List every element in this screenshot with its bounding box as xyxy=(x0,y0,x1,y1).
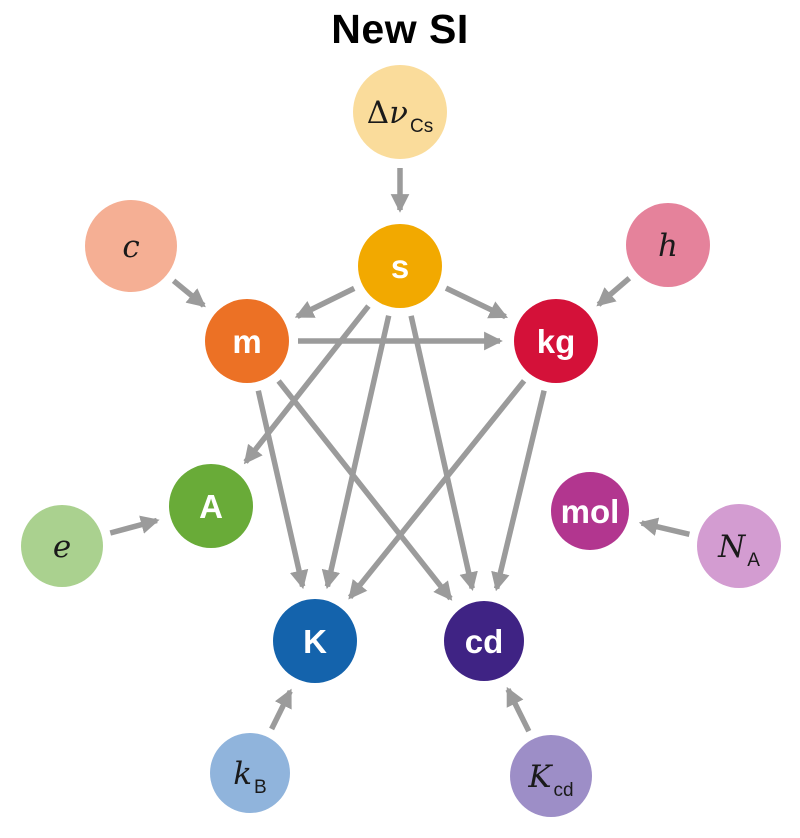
arrow-s-to-kg xyxy=(444,285,509,320)
node-mol-circle xyxy=(551,472,629,550)
node-mol-label: mol xyxy=(561,493,620,530)
edge-layer xyxy=(109,168,691,733)
arrow-e-to-a xyxy=(109,515,160,536)
node-m: m xyxy=(205,299,289,383)
node-m-circle xyxy=(205,299,289,383)
node-c: c xyxy=(85,200,177,292)
diagram-title: New SI xyxy=(331,6,469,52)
arrow-m-to-k xyxy=(255,390,309,590)
node-k-cd-circle xyxy=(510,735,592,817)
arrow-m-to-cd xyxy=(276,379,453,601)
node-m-label: m xyxy=(232,323,261,360)
node-n-a-circle xyxy=(697,504,781,588)
arrow-s-to-cd xyxy=(408,315,478,592)
arrow-k-b-to-k xyxy=(269,688,293,731)
arrow-n-a-to-mol xyxy=(638,517,691,537)
node-h-label: h xyxy=(658,228,678,264)
node-k-circle xyxy=(273,599,357,683)
arrow-c-to-m xyxy=(171,278,206,308)
node-a: A xyxy=(169,464,253,548)
node-s-circle xyxy=(358,224,442,308)
node-c-label: c xyxy=(122,229,139,265)
node-kg-circle xyxy=(514,299,598,383)
node-c-circle xyxy=(85,200,177,292)
node-s-label: s xyxy=(391,248,409,285)
node-k: K xyxy=(273,599,357,683)
node-e: e xyxy=(21,505,103,587)
node-a-label: A xyxy=(199,488,223,525)
arrow-h-to-kg xyxy=(596,276,632,307)
node-mol: mol xyxy=(551,472,629,550)
node-s: s xyxy=(358,224,442,308)
node-e-label: e xyxy=(53,529,71,565)
node-cd: cd xyxy=(444,601,524,681)
node-k-b-circle xyxy=(210,733,290,813)
arrow-kg-to-cd xyxy=(491,389,547,592)
node-e-circle xyxy=(21,505,103,587)
node-delta-nu-cs-circle xyxy=(353,65,447,159)
node-cd-circle xyxy=(444,601,524,681)
node-kg-label: kg xyxy=(537,323,576,360)
node-cd-label: cd xyxy=(465,623,504,660)
node-a-circle xyxy=(169,464,253,548)
arrow-s-to-m xyxy=(294,285,356,319)
arrow-k-cd-to-cd xyxy=(505,686,532,733)
arrow-s-to-k xyxy=(321,315,392,590)
node-h: h xyxy=(626,203,710,287)
node-kg: kg xyxy=(514,299,598,383)
node-h-circle xyxy=(626,203,710,287)
arrow-kg-to-k xyxy=(347,379,527,600)
node-k-label: K xyxy=(303,623,327,660)
